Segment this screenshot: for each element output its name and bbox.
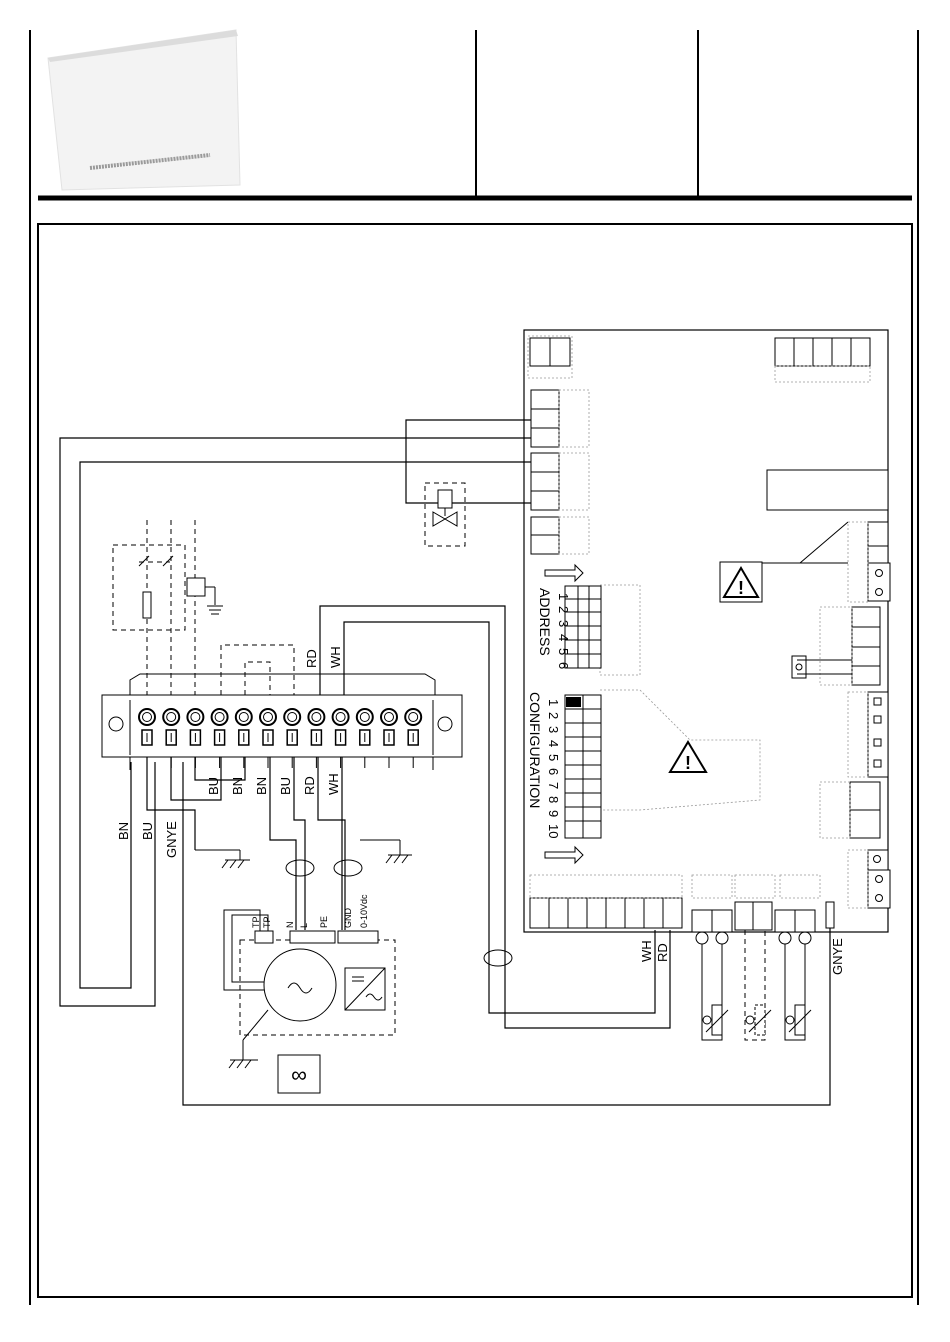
terminal-screw [212,709,228,768]
terminal-bottom-label: WH [326,773,341,795]
configuration-number: 7 [546,782,561,789]
address-number: 2 [556,606,571,613]
configuration-number: 4 [546,740,561,747]
address-label-group: ADDRESS [537,588,553,656]
configuration-number: 6 [546,768,561,775]
terminal-top-label-rd: RD [304,649,319,668]
terminal-screw [236,709,252,768]
earth-icon [229,1040,258,1068]
arrow-right-icon [545,847,583,863]
address-number: 1 [556,593,571,600]
valve-icon [425,483,465,546]
address-number: 5 [556,648,571,655]
board-dotted-zones [600,585,760,810]
terminal-screw [381,709,397,768]
sensor-group [692,902,815,944]
terminal-bottom-label: RD [302,776,317,795]
earth-icon [360,840,412,863]
supply-label: BU [140,822,155,840]
supply-label: BN [116,822,131,840]
terminal-top-label-wh: WH [328,646,343,668]
thermistor-icon [785,944,811,1040]
motor-label-tp: TP [251,916,261,928]
thermistor-icon [745,930,771,1040]
header-frame [30,30,918,1305]
motor-label-n: N [285,922,295,929]
configuration-number: 9 [546,810,561,817]
terminal-screw [284,709,300,768]
configuration-label-group: CONFIGURATION [527,692,543,808]
motor-label-gnd: GND [343,908,353,929]
thermistor-icon [702,944,728,1040]
address-number: 3 [556,620,571,627]
diagram-frame [38,224,912,1297]
terminal-bottom-label: BU [278,777,293,795]
board-output-label-wh: WH [639,940,654,962]
svg-text:!: ! [685,753,691,773]
arrow-right-icon [545,565,583,581]
supply-label: GNYE [164,821,179,858]
motor-label-l: L [299,923,309,928]
address-number: 4 [556,634,571,641]
dashed-jumper [221,645,294,695]
configuration-number: 10 [546,824,561,838]
motor-label-tp: TP [262,916,272,928]
terminal-screw [357,709,373,768]
address-number: 6 [556,662,571,669]
infinity-icon: ∞ [291,1062,307,1087]
board-output-label-rd: RD [655,943,670,962]
configuration-number: 1 [546,699,561,706]
terminal-bottom-label: BN [254,777,269,795]
svg-text:!: ! [738,578,744,598]
terminal-screw [333,709,349,768]
product-image [48,30,240,190]
terminal-screw [308,709,324,768]
configuration-number: 2 [546,712,561,719]
motor-label-signal: 0-10Vdc [359,894,369,928]
configuration-label: CONFIGURATION [527,692,543,808]
address-label: ADDRESS [537,588,553,656]
terminal-screw [260,709,276,768]
external-wiring [60,420,834,1105]
earth-icon [195,850,250,868]
terminal-strip [102,674,462,770]
terminal-screw [405,709,421,768]
warning-icon: ! [720,562,762,602]
power-switch-group [113,520,223,695]
configuration-number: 3 [546,726,561,733]
board-earth-label: GNYE [830,938,845,975]
motor-label-pe: PE [319,916,329,928]
configuration-numbers: 1 2 3 4 5 6 7 8 9 10 [546,699,561,838]
configuration-number: 5 [546,754,561,761]
motor: ∞ [224,910,395,1093]
motor-terminal-labels: TP TP N L PE GND 0-10Vdc [251,894,369,928]
warning-icon: ! [670,742,706,773]
configuration-number: 8 [546,796,561,803]
